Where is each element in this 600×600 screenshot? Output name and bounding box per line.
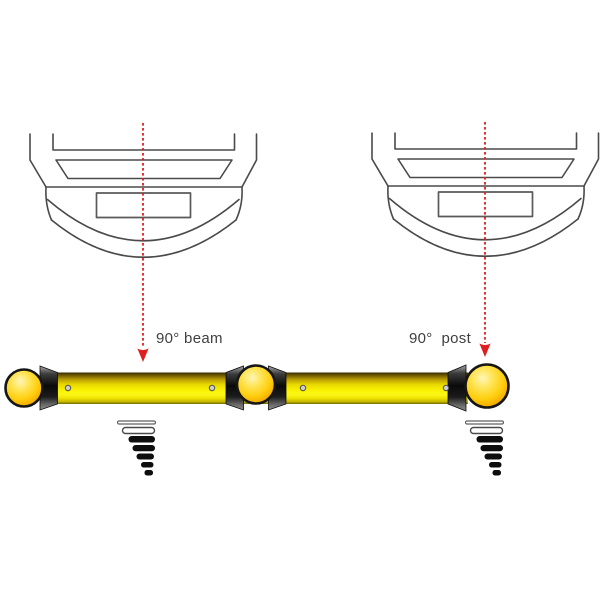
barrier-ball-joint-post-right (464, 363, 510, 409)
rivet-icon (208, 384, 216, 392)
impact-arrow-post-head (479, 343, 491, 357)
barrier-assembly (4, 363, 510, 412)
impact-arrow-beam (137, 123, 149, 362)
ground-screw-right (464, 420, 505, 477)
rivet-icon (299, 384, 307, 392)
label-90-post: 90° post (409, 330, 472, 347)
barrier-rivets (64, 384, 450, 392)
impact-arrow-beam-head (137, 348, 149, 362)
barrier-collar-right (447, 364, 467, 412)
rivet-icon (64, 384, 72, 392)
barrier-ball-joint-center (235, 364, 277, 405)
ground-screw-left (116, 420, 157, 477)
label-90-beam: 90° beam (156, 330, 223, 347)
rivet-icon (442, 384, 450, 392)
barrier-ball-joint-left (4, 368, 44, 408)
impact-arrow-post (479, 122, 491, 357)
